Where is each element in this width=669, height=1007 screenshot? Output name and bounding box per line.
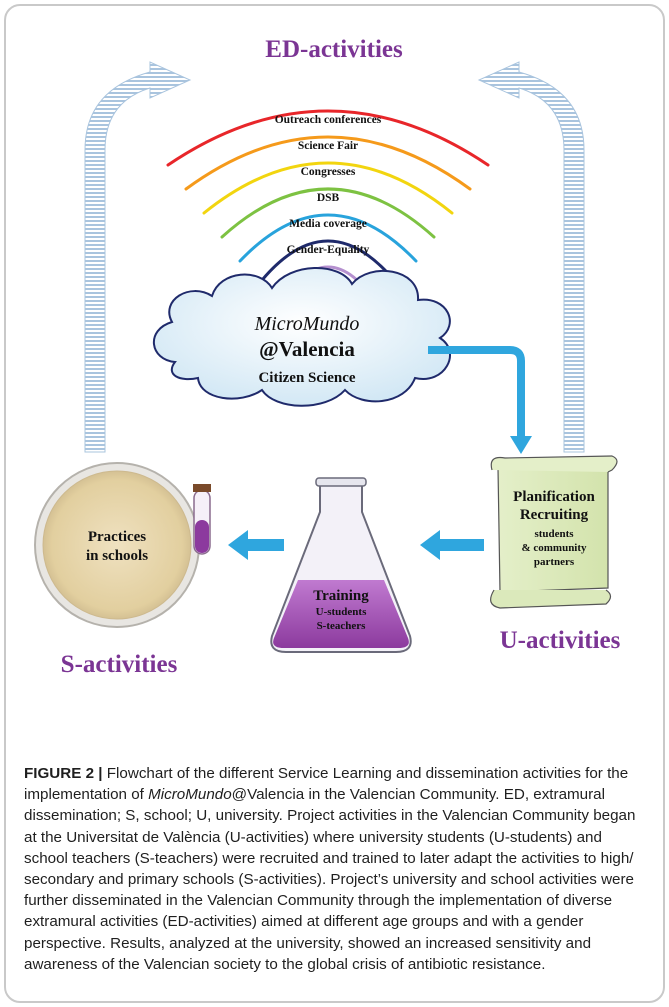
activity-arc-label-4: DSB	[317, 192, 340, 204]
caption-text-italic: MicroMundo	[148, 786, 232, 804]
practices-line1: Practices	[88, 529, 146, 545]
training-to-s-arrow	[228, 530, 284, 560]
ed-activities-title: ED-activities	[265, 36, 403, 63]
caption-text-part2: @Valencia in the Valencian Community. ED…	[24, 786, 636, 973]
activity-arc-label-3: Congresses	[301, 166, 356, 178]
training-title: Training	[313, 588, 369, 604]
cloud-to-u-arrow	[428, 346, 532, 454]
s-activities-label: S-activities	[61, 651, 178, 678]
scroll-recruiting: Recruiting	[520, 507, 589, 523]
figure-caption: FIGURE 2 | Flowchart of the different Se…	[24, 763, 646, 975]
activity-arc-4	[220, 187, 436, 239]
u-activities-label: U-activities	[500, 627, 621, 654]
activity-arc-3	[202, 161, 454, 215]
caption-separator: |	[98, 765, 103, 782]
ed-left-arrow	[84, 61, 192, 453]
scroll-partners: partners	[534, 556, 575, 568]
training-u-students: U-students	[316, 606, 367, 618]
activity-arc-6	[256, 239, 400, 287]
planification-scroll: Planification Recruiting students & comm…	[490, 455, 618, 609]
caption-text-part1: Flowchart of the different Service Learn…	[24, 765, 629, 804]
activity-arc-5	[238, 213, 418, 263]
training-s-teachers: S-teachers	[317, 620, 367, 632]
activity-arc-1	[166, 109, 490, 167]
cloud-title-valencia: @Valencia	[259, 337, 355, 361]
practices-petri-dish: Practices in schools	[34, 462, 200, 628]
cloud-subtitle: Citizen Science	[258, 370, 355, 386]
practices-line2: in schools	[86, 548, 148, 564]
cloud-title-micromundo: MicroMundo	[254, 313, 360, 335]
activity-arc-label-2: Science Fair	[298, 140, 358, 152]
u-to-training-arrow	[420, 530, 484, 560]
scroll-students: students	[534, 528, 574, 540]
ed-right-arrow	[477, 61, 585, 453]
activity-arc-label-5: Media coverage	[289, 218, 367, 230]
caption-label: FIGURE 2	[24, 765, 95, 782]
scroll-planification: Planification	[513, 489, 595, 505]
activity-arc-label-6: Gender-Equality	[287, 244, 370, 256]
flowchart-diagram: ED-activities Outreach conferencesScienc…	[34, 36, 621, 678]
activity-arc-2	[184, 135, 472, 191]
activity-arc-label-1: Outreach conferences	[275, 114, 382, 126]
citizen-science-cloud: MicroMundo @Valencia Citizen Science	[153, 267, 451, 407]
test-tube	[193, 484, 211, 555]
scroll-community: & community	[521, 542, 587, 554]
training-flask: Training U-students S-teachers	[270, 477, 412, 653]
